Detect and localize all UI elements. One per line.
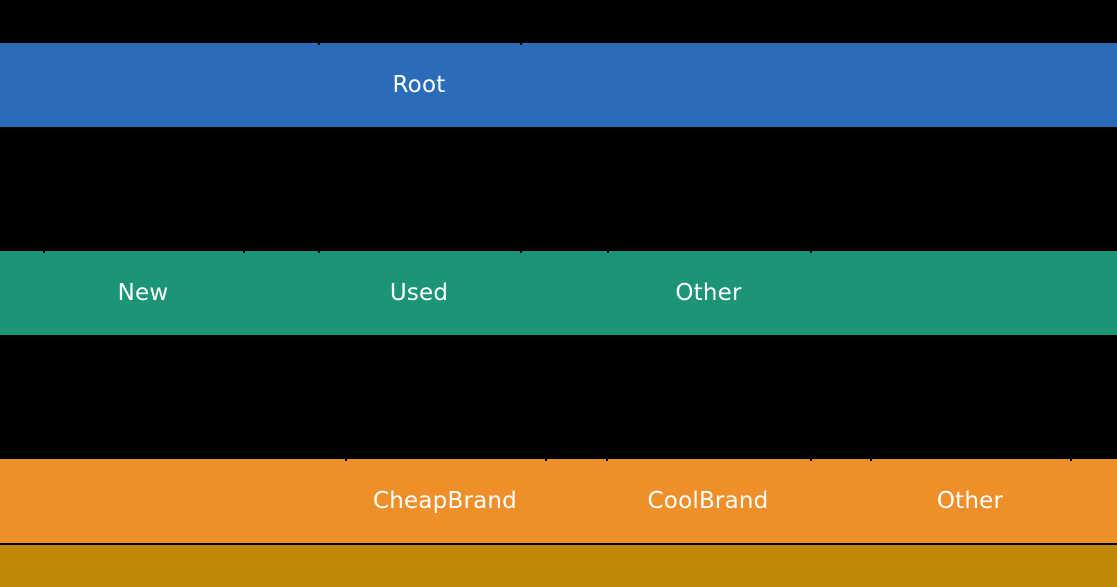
segment-seam — [1070, 459, 1072, 461]
segment-root-2[interactable] — [520, 43, 1117, 127]
segment-condition-0[interactable] — [0, 251, 43, 335]
segment-condition-other[interactable]: Other — [607, 251, 810, 335]
segment-seam — [243, 251, 245, 253]
segment-root-root[interactable]: Root — [318, 43, 520, 127]
segment-condition-4[interactable] — [520, 251, 607, 335]
tier-leaf — [0, 545, 1117, 587]
tier-root: Root — [0, 43, 1117, 127]
segment-condition-used[interactable]: Used — [318, 251, 520, 335]
segment-seam — [870, 459, 872, 461]
segment-seam — [345, 459, 347, 461]
segment-label: Root — [392, 71, 446, 98]
segment-seam — [607, 251, 609, 253]
segment-label: Other — [936, 487, 1004, 514]
segment-brand-other[interactable]: Other — [870, 459, 1070, 543]
segment-seam — [606, 459, 608, 461]
segment-seam — [810, 459, 812, 461]
segment-condition-6[interactable] — [810, 251, 1117, 335]
segment-brand-coolbrand[interactable]: CoolBrand — [606, 459, 810, 543]
segment-label: Other — [675, 279, 742, 306]
segment-brand-4[interactable] — [810, 459, 870, 543]
segment-seam — [318, 43, 320, 45]
segment-label: Used — [389, 279, 449, 306]
segment-condition-new[interactable]: New — [43, 251, 243, 335]
segment-brand-0[interactable] — [0, 459, 345, 543]
segment-brand-2[interactable] — [545, 459, 606, 543]
segment-seam — [318, 251, 320, 253]
segment-brand-cheapbrand[interactable]: CheapBrand — [345, 459, 545, 543]
segment-seam — [545, 459, 547, 461]
tier-brand: CheapBrand CoolBrand Other — [0, 459, 1117, 543]
segment-label: CheapBrand — [373, 487, 517, 514]
segment-seam — [520, 251, 522, 253]
segment-seam — [520, 43, 522, 45]
segment-leaf-0[interactable] — [0, 545, 1117, 587]
segment-root-0[interactable] — [0, 43, 318, 127]
segment-seam — [43, 251, 45, 253]
segment-condition-2[interactable] — [243, 251, 318, 335]
segment-label: New — [117, 279, 169, 306]
tier-condition: New Used Other — [0, 251, 1117, 335]
segment-label: CoolBrand — [647, 487, 769, 514]
segment-seam — [810, 251, 812, 253]
segment-brand-6[interactable] — [1070, 459, 1117, 543]
